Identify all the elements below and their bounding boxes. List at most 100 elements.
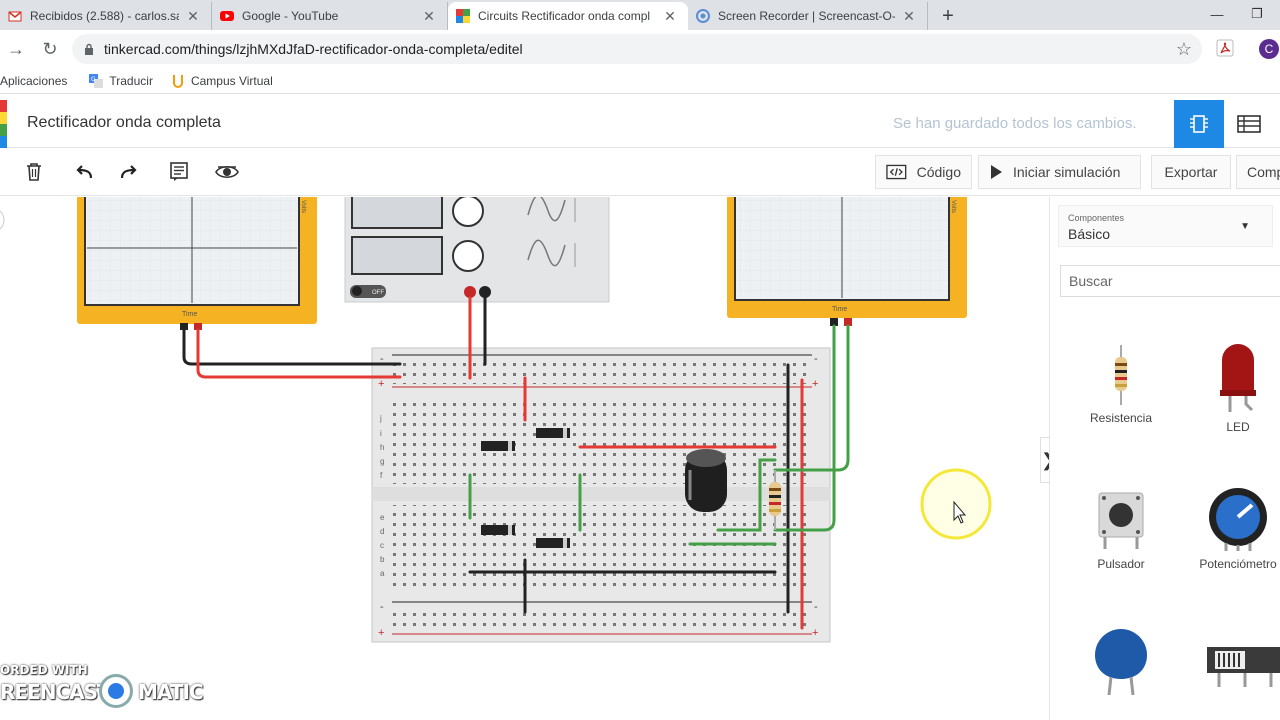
reload-icon[interactable]: ↻ (42, 38, 58, 59)
share-button[interactable]: Comp (1236, 155, 1280, 189)
components-dropdown-label: Componentes (1068, 213, 1125, 223)
osc-time-label: Time (832, 306, 847, 313)
close-icon[interactable]: ✕ (187, 7, 199, 24)
circuit-drawing: Time Volts OFF Time Volts (0, 197, 992, 643)
new-tab-button[interactable]: + (942, 4, 954, 27)
components-panel: Componentes Básico ▼ Buscar Resistencia … (1049, 197, 1280, 720)
slide-switch-icon (1207, 647, 1280, 687)
delete-button[interactable] (22, 160, 46, 184)
row-label: e (380, 513, 385, 522)
tab-youtube[interactable]: Google - YouTube ✕ (212, 2, 448, 30)
bookmark-star-icon[interactable]: ☆ (1175, 39, 1192, 59)
forward-icon[interactable]: → (7, 38, 25, 59)
component-led[interactable]: LED (1183, 340, 1280, 434)
notes-button[interactable] (167, 160, 191, 184)
potentiometer-icon (1209, 488, 1267, 551)
rail-plus-label: + (812, 627, 818, 639)
chip-icon (1190, 115, 1208, 133)
resistor[interactable] (769, 470, 781, 530)
url-text: tinkercad.com/things/lzjhMXdJfaD-rectifi… (104, 41, 523, 57)
rail-plus-label: + (812, 378, 818, 390)
capacitor[interactable] (685, 449, 727, 512)
component-capacitor[interactable] (1066, 629, 1176, 701)
bookmark-label: Aplicaciones (0, 73, 68, 88)
table-list-icon (1237, 115, 1261, 133)
code-button[interactable]: Código (875, 155, 972, 189)
translate-icon: G (89, 73, 104, 88)
wires (182, 296, 850, 630)
bookmark-campus-virtual[interactable]: Campus Virtual (171, 74, 273, 88)
diodes[interactable] (481, 428, 570, 548)
play-icon (991, 165, 1002, 179)
circuit-view-button[interactable] (1174, 100, 1224, 148)
eye-icon (215, 165, 239, 179)
share-label: Comp (1247, 164, 1280, 180)
row-label: c (380, 541, 384, 550)
bookmark-aplicaciones[interactable]: Aplicaciones (0, 74, 67, 88)
watermark-line1: ORDED WITH (0, 663, 88, 677)
led-icon (1220, 344, 1256, 412)
rail-minus-label: - (814, 353, 818, 365)
row-label: j (379, 414, 382, 423)
trash-icon (27, 163, 41, 181)
component-label: Resistencia (1089, 411, 1153, 425)
watermark-line2b: MATIC (138, 680, 204, 704)
profile-avatar[interactable]: C (1259, 39, 1279, 59)
tab-title: Google - YouTube (242, 9, 339, 23)
row-label: h (380, 443, 384, 452)
export-label: Exportar (1164, 164, 1218, 180)
tinkercad-icon (456, 9, 470, 23)
start-simulation-button[interactable]: Iniciar simulación (978, 155, 1141, 189)
row-label: b (380, 555, 385, 564)
lock-icon (85, 43, 93, 55)
circuit-canvas[interactable]: Time Volts OFF Time Volts (0, 197, 1048, 720)
close-icon[interactable]: ✕ (903, 7, 915, 24)
bookmark-label: Traducir (109, 73, 153, 88)
tinkercad-logo[interactable] (0, 100, 7, 148)
components-list-button[interactable] (1226, 100, 1272, 148)
undo-button[interactable] (71, 160, 95, 184)
bookmarks-bar: Aplicaciones G Traducir Campus Virtual (0, 68, 1280, 94)
tab-tinkercad[interactable]: Circuits Rectificador onda compl ✕ (448, 2, 688, 30)
component-search-input[interactable]: Buscar (1060, 265, 1280, 297)
rail-minus-label: - (380, 353, 384, 365)
oscilloscope-left[interactable]: Time Volts (77, 197, 317, 330)
redo-button[interactable] (118, 160, 142, 184)
component-resistor[interactable]: Resistencia (1066, 345, 1176, 425)
close-icon[interactable]: ✕ (423, 7, 435, 24)
rail-minus-label: - (814, 601, 818, 613)
oscilloscope-right[interactable]: Time Volts (727, 197, 967, 326)
component-slide-switch[interactable] (1190, 643, 1280, 695)
osc-time-label: Time (182, 311, 197, 318)
tab-screencast[interactable]: Screen Recorder | Screencast-O- ✕ (688, 2, 928, 30)
component-potentiometer[interactable]: Potenciómetro (1183, 487, 1280, 571)
component-pushbutton[interactable]: Pulsador (1066, 489, 1176, 571)
design-title[interactable]: Rectificador onda completa (27, 114, 221, 131)
close-icon[interactable]: ✕ (664, 7, 676, 24)
ceramic-capacitor-icon (1095, 629, 1147, 695)
notes-icon (170, 162, 188, 181)
row-label: d (380, 527, 384, 536)
tab-gmail[interactable]: Recibidos (2.588) - carlos.salas@ ✕ (0, 2, 212, 30)
minimize-icon[interactable]: — (1210, 6, 1224, 22)
resistor-icon (1115, 345, 1127, 405)
youtube-icon (220, 11, 234, 21)
row-label: a (380, 569, 385, 578)
fg-off-label: OFF (372, 290, 384, 296)
acrobat-extension-icon[interactable] (1216, 39, 1234, 57)
component-label: Pulsador (1097, 557, 1145, 571)
visibility-button[interactable] (215, 160, 239, 184)
save-status: Se han guardado todos los cambios. (893, 115, 1137, 132)
watermark-line2a: REENCAST (0, 680, 111, 704)
export-button[interactable]: Exportar (1151, 155, 1231, 189)
redo-icon (120, 165, 137, 179)
undo-icon (76, 165, 93, 179)
bookmark-traducir[interactable]: G Traducir (89, 73, 153, 88)
address-bar[interactable]: tinkercad.com/things/lzjhMXdJfaD-rectifi… (72, 34, 1202, 64)
components-dropdown[interactable]: Componentes Básico ▼ (1058, 205, 1273, 247)
breadboard[interactable]: - + - + - + - + j i h g f e d c b a (371, 347, 831, 643)
restore-icon[interactable]: ❐ (1251, 6, 1263, 21)
function-generator[interactable]: OFF (344, 197, 610, 303)
tab-title: Recibidos (2.588) - carlos.salas@ (30, 9, 179, 23)
sim-label: Iniciar simulación (1013, 164, 1121, 180)
